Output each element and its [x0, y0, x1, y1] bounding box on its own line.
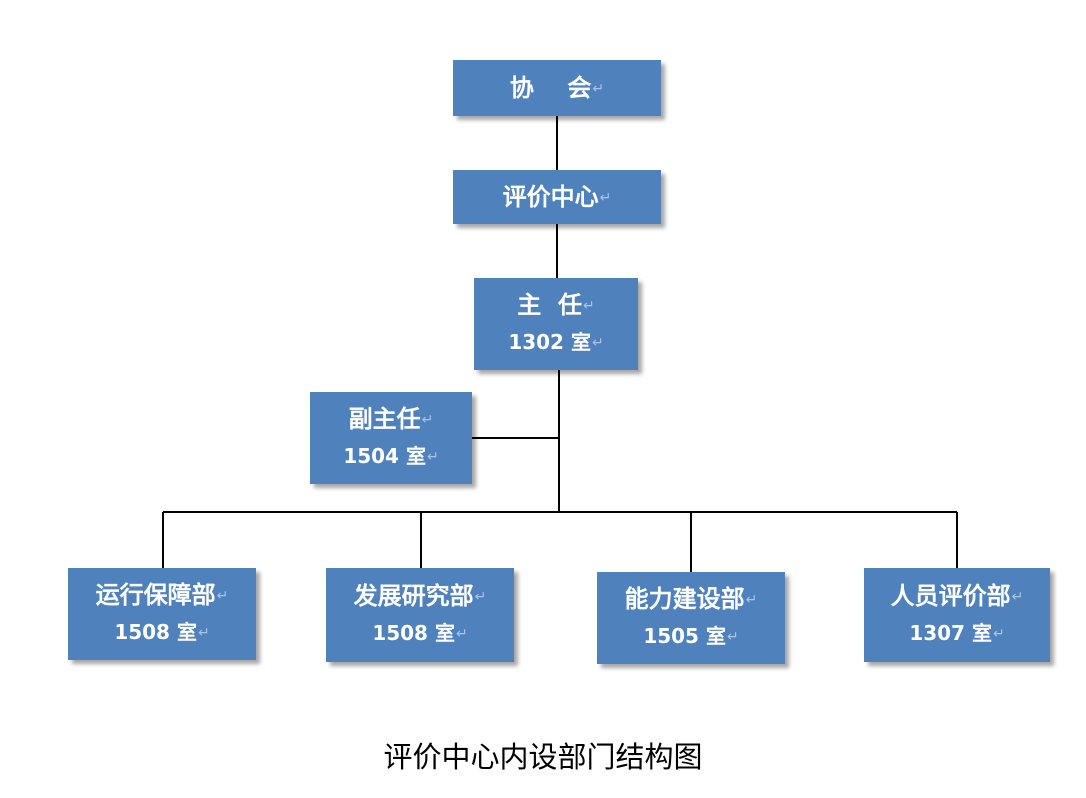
node-association-name: 协 会: [509, 73, 592, 102]
node-deputy-director-room: 1504 室: [343, 443, 426, 468]
node-capacity-building-name: 能力建设部: [624, 584, 745, 613]
paragraph-mark: ↵: [197, 625, 210, 642]
node-evaluation-center-name: 评价中心: [502, 182, 599, 211]
paragraph-mark: ↵: [474, 588, 487, 605]
paragraph-mark: ↵: [591, 335, 604, 352]
paragraph-mark: ↵: [992, 626, 1005, 643]
node-evaluation-center: 评价中心↵: [453, 170, 661, 224]
paragraph-mark: ↵: [455, 626, 468, 643]
node-director: 主 任↵ 1302 室↵: [474, 278, 638, 370]
node-association: 协 会↵: [453, 60, 661, 116]
paragraph-mark: ↵: [726, 629, 739, 646]
node-capacity-building-room: 1505 室: [643, 623, 726, 648]
node-capacity-building: 能力建设部↵ 1505 室↵: [597, 572, 785, 664]
paragraph-mark: ↵: [599, 189, 612, 206]
node-development-research-name: 发展研究部: [353, 581, 474, 610]
paragraph-mark: ↵: [745, 591, 758, 608]
diagram-caption: 评价中心内设部门结构图: [383, 740, 703, 774]
paragraph-mark: ↵: [592, 80, 605, 97]
node-director-name: 主 任: [517, 290, 582, 319]
paragraph-mark: ↵: [582, 297, 595, 314]
paragraph-mark: ↵: [1011, 588, 1024, 605]
node-deputy-director-name: 副主任: [348, 404, 421, 433]
node-operations-support-name: 运行保障部: [95, 580, 216, 609]
node-personnel-evaluation: 人员评价部↵ 1307 室↵: [864, 568, 1050, 662]
node-director-room: 1302 室: [508, 329, 591, 354]
node-deputy-director: 副主任↵ 1504 室↵: [310, 392, 472, 484]
node-development-research: 发展研究部↵ 1508 室↵: [326, 568, 514, 662]
node-development-research-room: 1508 室: [372, 620, 455, 645]
node-personnel-evaluation-name: 人员评价部: [890, 581, 1011, 610]
node-operations-support: 运行保障部↵ 1508 室↵: [68, 568, 256, 660]
paragraph-mark: ↵: [421, 411, 434, 428]
node-personnel-evaluation-room: 1307 室: [909, 620, 992, 645]
node-operations-support-room: 1508 室: [114, 619, 197, 644]
paragraph-mark: ↵: [216, 587, 229, 604]
paragraph-mark: ↵: [426, 449, 439, 466]
